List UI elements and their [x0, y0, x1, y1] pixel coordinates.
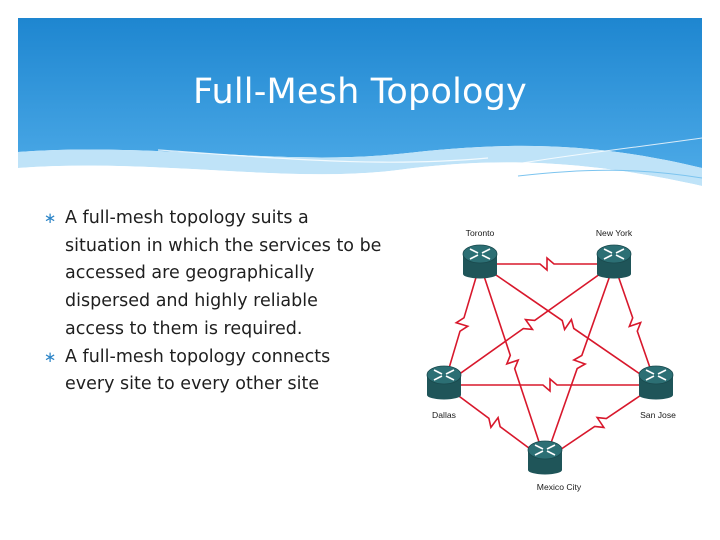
- slide-header: Full-Mesh Topology: [18, 18, 702, 198]
- serial-link-dallas-mexico: [443, 384, 546, 461]
- router-label-mexico: Mexico City: [537, 482, 582, 492]
- bullet-text: A full-mesh topology suits a situation i…: [65, 208, 382, 339]
- router-label-sanjose: San Jose: [640, 410, 676, 420]
- asterisk-icon: ∗: [43, 347, 57, 366]
- asterisk-icon: ∗: [43, 209, 57, 227]
- router-label-toronto: Toronto: [466, 228, 495, 238]
- serial-link-newyork-dallas: [443, 263, 615, 386]
- router-label-dallas: Dallas: [432, 410, 456, 420]
- header-banner: [18, 18, 702, 198]
- serial-link-toronto-dallas: [443, 263, 481, 386]
- serial-link-sanjose-mexico: [544, 384, 657, 461]
- bullet-text: A full-mesh topology connects every site…: [65, 346, 331, 395]
- serial-link-newyork-sanjose: [613, 263, 657, 386]
- bullet-list: ∗ A full-mesh topology suits a situation…: [42, 205, 382, 399]
- router-sanjose: San Jose: [638, 365, 676, 420]
- router-icon: [462, 244, 498, 279]
- router-dallas: Dallas: [426, 365, 462, 420]
- bullet-item: ∗ A full-mesh topology connects every si…: [42, 344, 382, 399]
- page-title: Full-Mesh Topology: [193, 72, 527, 112]
- router-icon: [638, 365, 674, 400]
- mesh-links: [443, 256, 657, 461]
- serial-link-toronto-newyork: [480, 256, 614, 272]
- serial-link-newyork-mexico: [544, 263, 615, 461]
- serial-link-toronto-mexico: [479, 263, 546, 461]
- router-icon: [527, 440, 563, 475]
- router-toronto: Toronto: [462, 228, 498, 279]
- serial-link-dallas-sanjose: [444, 377, 656, 393]
- bullet-item: ∗ A full-mesh topology suits a situation…: [42, 205, 382, 344]
- router-icon: [596, 244, 632, 279]
- router-newyork: New York: [596, 228, 633, 279]
- router-icon: [426, 365, 462, 400]
- router-label-newyork: New York: [596, 228, 633, 238]
- router-mexico: Mexico City: [527, 440, 582, 492]
